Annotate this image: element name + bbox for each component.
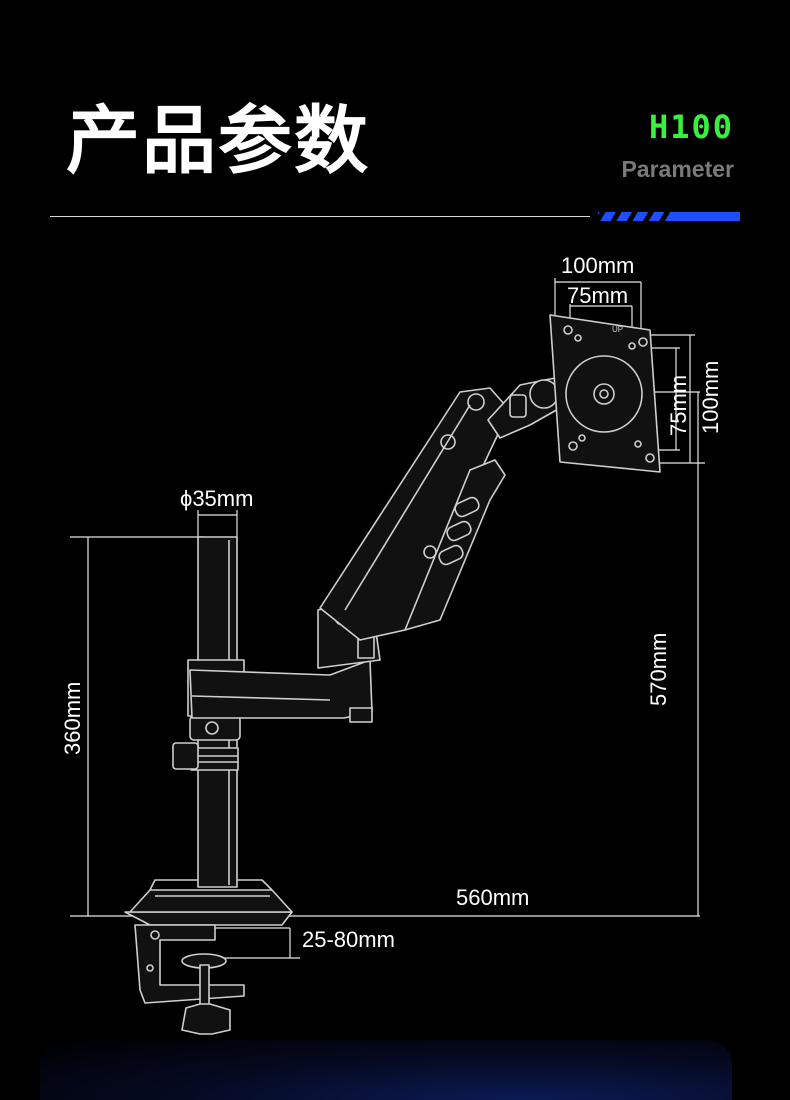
clamp-thickness-dimension (214, 927, 300, 959)
vesa-width-dimension (554, 278, 642, 336)
pole-diameter-dimension (197, 510, 238, 540)
max-height-label: 570mm (646, 633, 671, 706)
upper-arm (319, 387, 506, 641)
pole-height-label: 360mm (60, 682, 85, 755)
pole-height-dimension (70, 536, 205, 916)
pole-diameter-label: ϕ35mm (180, 486, 253, 511)
vesa-inner-width-label: 75mm (567, 283, 628, 308)
vesa-plate: UP (549, 314, 661, 473)
page-title: 产品参数 (66, 98, 370, 184)
desk-clamp (124, 911, 293, 1035)
vesa-height-dimension (645, 334, 705, 464)
header-divider (50, 216, 590, 217)
tilt-head (487, 377, 561, 439)
lower-arm (187, 604, 381, 723)
page-subtitle: Parameter (621, 156, 734, 182)
up-mark: UP (612, 325, 623, 334)
vesa-outer-height-label: 100mm (698, 361, 723, 434)
clamp-thickness-label: 25-80mm (302, 927, 395, 952)
accent-stripes (598, 212, 740, 221)
vesa-inner-height-label: 75mm (666, 375, 691, 436)
model-name: H100 (648, 108, 734, 146)
vesa-outer-width-label: 100mm (561, 253, 634, 278)
reach-label: 560mm (456, 885, 529, 910)
